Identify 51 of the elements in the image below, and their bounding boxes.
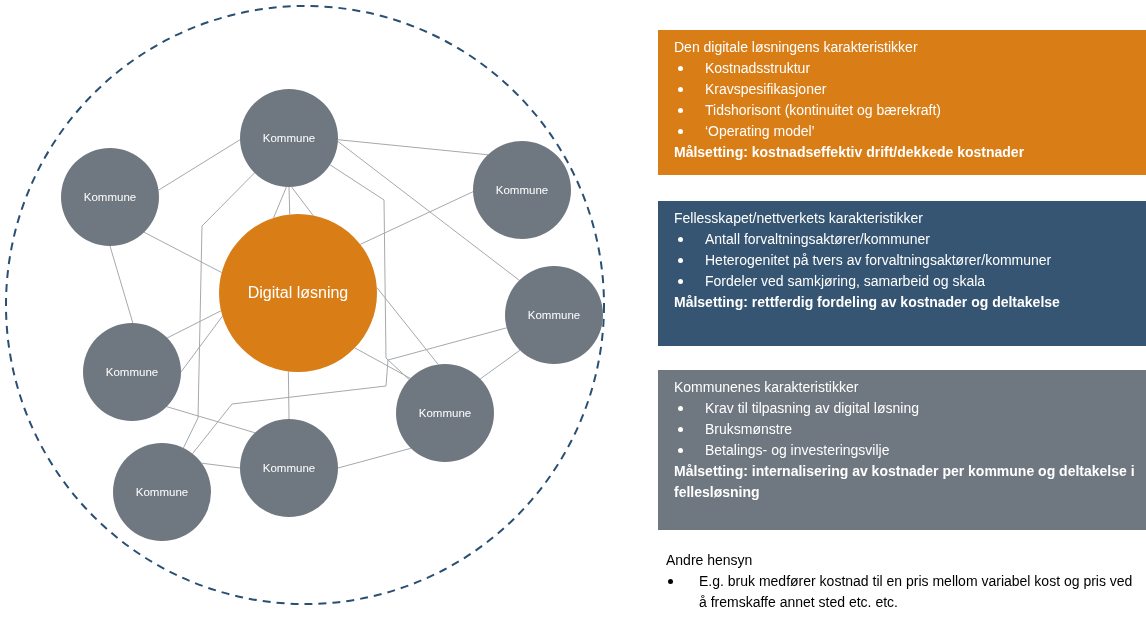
bullet-text: Heterogenitet på tvers av forvaltningsaktører/kommuner <box>705 251 1052 270</box>
panel-heading: Fellesskapet/nettverkets karakteristikker <box>674 209 924 228</box>
goal-text: Målsetting: kostnadseffektiv drift/dekkede kostnader <box>674 143 1026 162</box>
connector-line <box>273 186 287 219</box>
connector-line <box>166 406 256 434</box>
connector-line <box>479 349 521 380</box>
connector-line <box>166 310 222 339</box>
municipality-circle: Kommune <box>505 266 603 364</box>
municipality-circle: Kommune <box>396 364 494 462</box>
bullet-text: Antall forvaltningsaktører/kommuner <box>705 230 930 249</box>
municipality-circle: Kommune <box>240 89 338 187</box>
boundary-circle <box>5 5 605 605</box>
connector-line <box>376 287 439 365</box>
connector-line <box>109 245 134 324</box>
connector-line <box>192 327 508 455</box>
connector-line <box>143 231 223 274</box>
connector-line <box>201 462 241 469</box>
info-panel <box>658 201 1146 346</box>
connector-line <box>337 139 489 156</box>
panel-heading: Den digitale løsningens karakteristikker <box>674 38 919 57</box>
info-panel <box>658 370 1146 530</box>
hub-circle: Digital løsning <box>219 214 377 372</box>
bullet-text: Kravspesifikasjoner <box>705 80 827 99</box>
note-text: E.g. bruk medfører kostnad til en pris mellom variabel kost og pris ved å fremskaffe annet sted etc. etc. <box>699 572 1134 612</box>
bullet-text: Kostnadsstruktur <box>705 59 811 78</box>
bullet-text: Bruksmønstre <box>705 420 793 439</box>
bullet-text: ‘Operating model’ <box>705 122 815 141</box>
municipality-circle: Kommune <box>113 443 211 541</box>
bullet-text: Tidshorisont (kontinuitet og bærekraft) <box>705 101 942 120</box>
connector-line <box>287 370 290 420</box>
bullet-text: Fordeler ved samkjøring, samarbeid og skala <box>705 272 986 291</box>
connector-line <box>329 164 410 381</box>
panel-heading: Kommunenes karakteristikker <box>674 378 860 397</box>
connector-line <box>182 172 256 449</box>
info-panel <box>658 30 1146 175</box>
goal-text: Målsetting: internalisering av kostnader per kommune og deltakelse i fellesløsning <box>674 462 1136 502</box>
goal-text: Målsetting: rettferdig fordeling av kostnader og deltakelse <box>674 293 1061 312</box>
municipality-circle: Kommune <box>240 419 338 517</box>
note-heading: Andre hensyn <box>666 551 754 570</box>
connector-line <box>158 139 241 191</box>
connector-line <box>337 140 520 281</box>
connector-line <box>337 447 412 469</box>
bullet-text: Betalings- og investeringsvilje <box>705 441 890 460</box>
municipality-circle: Kommune <box>473 141 571 239</box>
bullet-text: Krav til tilpasning av digital løsning <box>705 399 919 418</box>
connector-line <box>291 186 314 216</box>
municipality-circle: Kommune <box>83 323 181 421</box>
connector-line <box>180 315 223 373</box>
connector-line <box>288 186 291 215</box>
municipality-circle: Kommune <box>61 148 159 246</box>
connector-line <box>359 191 474 245</box>
